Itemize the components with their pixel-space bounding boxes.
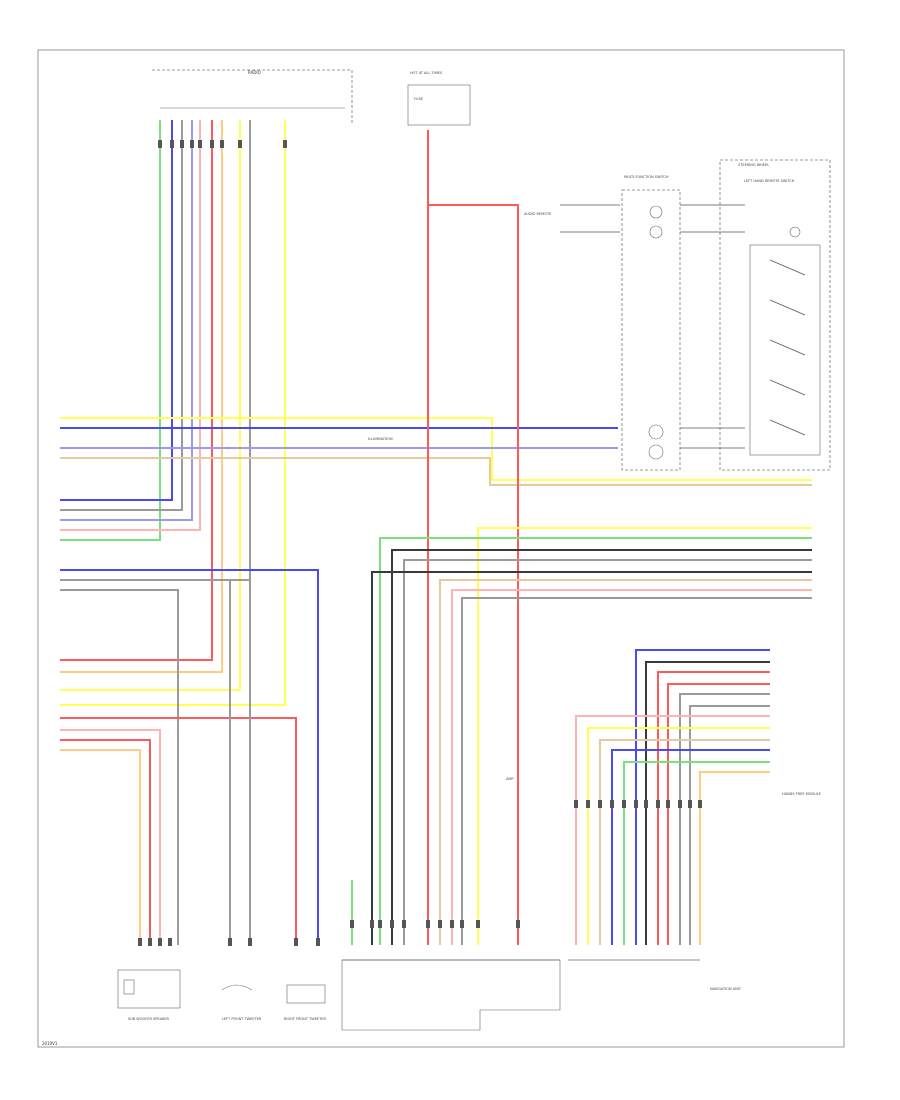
wire-yellow-amp [477,527,812,945]
wire-black-amp-1 [391,549,812,945]
top-radio-connector: RADIO [152,69,353,125]
wire-tan-bus [60,457,812,486]
bluetooth-module-label: HANDS FREE MODULE [782,792,821,796]
radio-connector-pins [158,140,287,148]
wire-nav-yellow [587,727,770,945]
right-front-tweeter: RIGHT FRONT TWEETER [284,984,326,1021]
wire-pink-1 [60,120,201,531]
right-front-tweeter-label: RIGHT FRONT TWEETER [284,1017,326,1021]
amp-connector-pins [350,920,520,928]
navigation-unit: NAVIGATION UNIT HANDS FREE MODULE [568,792,821,991]
wire-gray-amp-2 [461,597,812,945]
left-front-tweeter: LEFT FRONT TWEETER [221,984,262,1021]
page-frame [37,49,845,1048]
wire-nav-blue2 [611,749,770,945]
wire-nav-black [645,661,770,945]
wire-orange-1 [60,120,223,673]
wire-gray-amp [403,559,812,945]
steering-wheel-box: STEERING WHEEL LEFT HAND REMOTE SWITCH [719,159,831,471]
footer-code: 2010V1 [42,1041,58,1046]
top-connector-label: RADIO [248,70,261,75]
multi-function-switch-label: MULTI-FUNCTION SWITCH [624,175,669,179]
navigation-unit-label: NAVIGATION UNIT [710,987,742,991]
wire-nav-red2 [667,683,770,945]
left-remote-switch-label: LEFT HAND REMOTE SWITCH [744,179,795,183]
hot-at-all-times-label: HOT AT ALL TIMES [410,71,443,75]
wire-gray-1 [60,120,183,511]
wire-nav-gray2 [689,705,770,945]
illumination-label: ILLUMINATION [368,437,393,441]
wire-nav-gray [679,693,770,945]
fuse-box: HOT AT ALL TIMES FUSE [407,71,471,126]
wire-yellow-1 [60,120,241,691]
amp-label: AMP [506,777,514,781]
wire-tan-amp [439,579,812,945]
wire-nav-red [657,671,770,945]
audio-remote-label: AUDIO REMOTE [524,212,551,216]
left-front-tweeter-label: LEFT FRONT TWEETER [222,1017,262,1021]
multi-function-switch-box: MULTI-FUNCTION SWITCH [621,175,681,471]
steering-wheel-label: STEERING WHEEL [738,163,769,167]
sub-woofer-label: SUB WOOFER SPEAKER [128,1017,169,1021]
wire-blue-lower [60,569,319,945]
wire-green-amp [379,537,812,945]
wire-blue-2 [60,120,193,521]
wire-nav-pink [575,715,770,945]
wire-red-lower [60,717,297,945]
wire-blue-1 [60,120,173,501]
speaker-connector-pins [138,938,320,946]
wire-pink-lower [60,729,161,945]
wire-gray-lower [60,589,179,945]
wire-yellow-2 [60,120,286,706]
fuse-label: FUSE [414,97,423,101]
amp-module: AMP [341,777,561,1031]
wire-red-power-branch [428,204,519,945]
wire-pink-amp [451,589,812,945]
wire-black-amp-2 [371,571,812,945]
wire-nav-blue [635,649,770,945]
wire-nav-green [623,761,770,945]
wires [60,120,812,945]
sub-woofer-speaker: SUB WOOFER SPEAKER [117,969,181,1021]
wire-nav-orange [699,771,770,945]
nav-connector-pins [574,800,702,808]
wire-red-lower-2 [60,739,151,945]
wire-nav-tan [599,739,770,945]
wire-orange-lower [60,749,141,945]
wire-green-1 [60,120,161,541]
wire-red-1 [60,120,213,661]
switch-contacts [560,204,806,449]
